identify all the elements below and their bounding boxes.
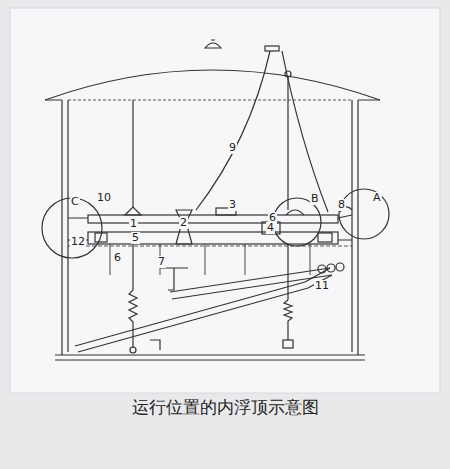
callout-number: 12 xyxy=(70,236,86,248)
caption: 运行位置的内浮顶示意图 xyxy=(132,396,319,419)
detail-letter: A xyxy=(372,192,382,204)
level-line xyxy=(68,100,352,101)
tank-wall xyxy=(62,100,358,355)
detail-letter: B xyxy=(310,193,320,205)
gauge-rod xyxy=(287,77,288,210)
roof-edge xyxy=(45,99,380,100)
swing-pipe xyxy=(170,268,332,299)
deck-top xyxy=(88,215,338,223)
tank-bottom xyxy=(55,355,365,360)
callout-number: 6 xyxy=(113,252,122,264)
callout-number: 9 xyxy=(228,142,237,154)
callout-number: 4 xyxy=(266,222,275,234)
anchor xyxy=(283,340,293,348)
guide-rod xyxy=(132,244,133,290)
callout-number: 11 xyxy=(314,280,330,292)
callout-number: 3 xyxy=(228,199,237,211)
spring xyxy=(284,300,292,340)
callout-number: 8 xyxy=(337,199,346,211)
anchor xyxy=(130,347,136,353)
deck-column-well xyxy=(176,210,192,244)
float-ball xyxy=(318,265,326,273)
roof-vent xyxy=(265,46,279,51)
callout-number: 10 xyxy=(96,192,112,204)
gauge-rod xyxy=(287,244,288,300)
callout-number: 5 xyxy=(131,232,140,244)
detail-letter: C xyxy=(70,196,80,208)
deck-vent xyxy=(286,210,304,215)
rim-seal xyxy=(68,215,352,240)
float-ball xyxy=(336,263,344,271)
detail-circle xyxy=(273,198,321,246)
tank-roof xyxy=(45,70,380,100)
float-ball xyxy=(327,264,335,272)
deck-pontoon xyxy=(88,232,338,244)
guide-cable xyxy=(282,51,328,212)
seal-box xyxy=(318,233,332,242)
deck-leg xyxy=(110,244,310,275)
inlet-diffuser xyxy=(160,268,188,290)
callout-number: 1 xyxy=(129,218,138,230)
callout-number: 7 xyxy=(157,256,166,268)
panel xyxy=(10,8,440,393)
roof-nozzle xyxy=(205,40,221,48)
pipe-support xyxy=(150,340,160,350)
swing-pipe xyxy=(75,282,308,352)
deck-box xyxy=(262,222,280,234)
guide-rod xyxy=(132,100,133,207)
spring xyxy=(129,290,137,348)
callout-number: 2 xyxy=(179,217,188,229)
detail-circle xyxy=(339,189,389,239)
grounding-cable xyxy=(196,51,270,210)
liquid-line xyxy=(68,246,352,247)
deck-fitting xyxy=(125,207,141,215)
tank xyxy=(42,40,389,360)
